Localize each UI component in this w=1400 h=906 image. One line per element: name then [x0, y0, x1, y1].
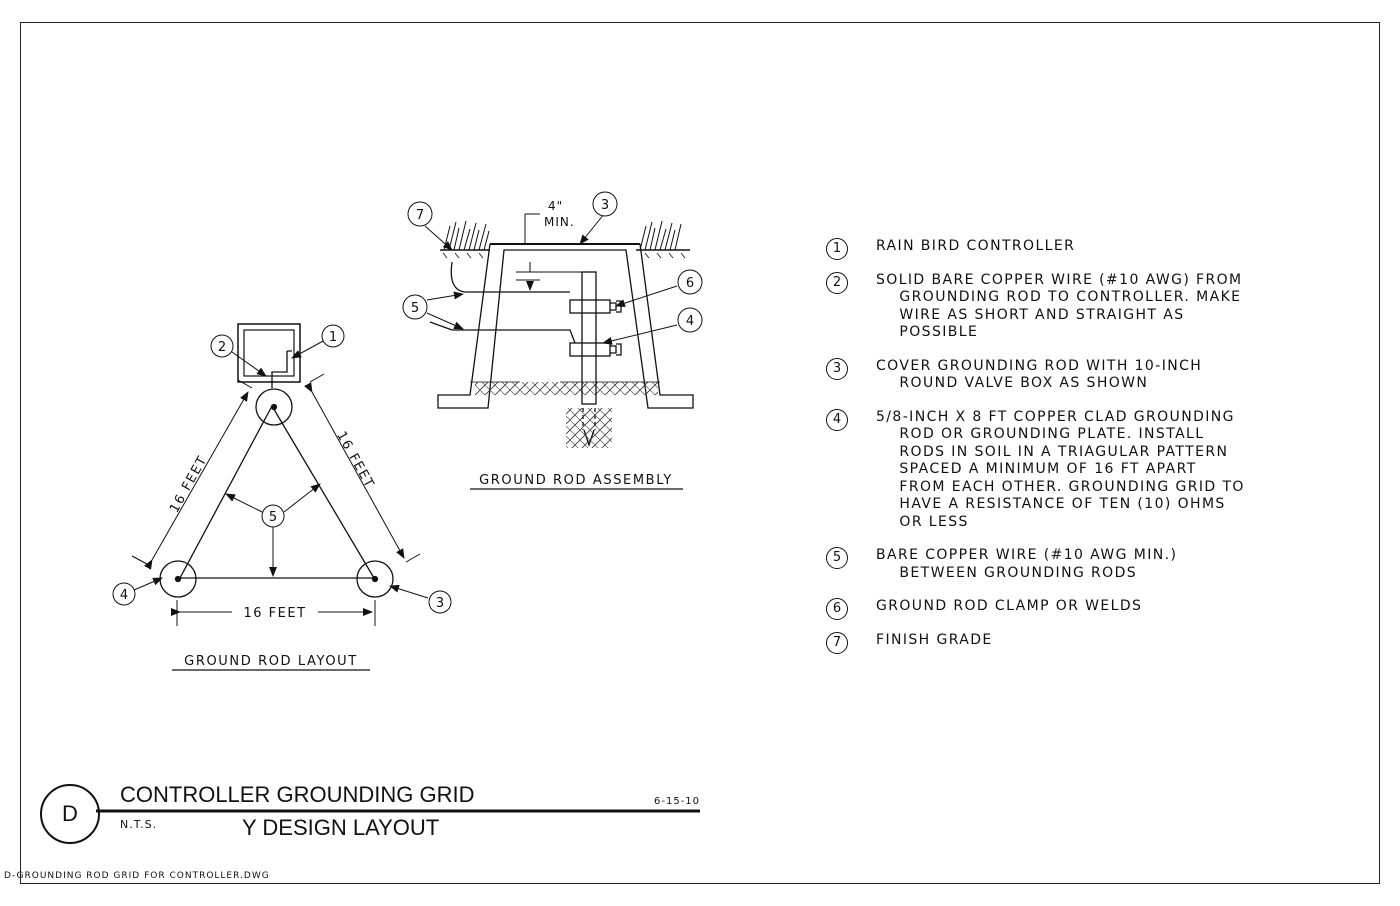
note-text: BARE COPPER WIRE (#10 AWG MIN.) BETWEEN …	[876, 547, 1178, 581]
assembly-dimension: 4" MIN.	[544, 199, 575, 229]
dim-bottom-label: 16 FEET	[243, 606, 306, 621]
assembly-caption: GROUND ROD ASSEMBLY	[479, 473, 673, 488]
callout-circle-2	[210, 334, 234, 358]
note-number-circle: 2	[826, 271, 848, 294]
note-text: 5/8-INCH X 8 FT COPPER CLAD GROUNDING RO…	[876, 408, 1245, 530]
note-text: COVER GROUNDING ROD WITH 10-INCH ROUND V…	[876, 357, 1203, 392]
dim-right-label: 16 FEET	[333, 429, 377, 491]
callout-circle-3	[592, 191, 618, 217]
assembly-callouts	[402, 191, 703, 333]
ground-rod-layout	[131, 323, 429, 671]
note-number-circle: 7	[826, 631, 848, 654]
grass-left	[443, 220, 490, 251]
callout-num: 3	[601, 198, 609, 213]
dim-label: MIN.	[544, 215, 575, 229]
note-number-circle: 3	[826, 357, 848, 380]
callout-num: 5	[269, 510, 277, 525]
callout-num: 3	[436, 596, 444, 611]
note-item: 7 FINISH GRADE	[826, 631, 1296, 654]
callout-circle-1	[321, 324, 345, 348]
layout-callout-numbers: 1 2 5 4 3	[120, 330, 444, 611]
note-number-circle: 4	[826, 408, 848, 431]
callout-circle-5	[261, 504, 285, 528]
note-text: SOLID BARE COPPER WIRE (#10 AWG) FROM GR…	[876, 271, 1243, 341]
callout-num: 1	[329, 330, 337, 345]
callout-num: 6	[686, 276, 694, 291]
notes-list: 1 RAIN BIRD CONTROLLER 2 SOLID BARE COPP…	[826, 238, 1296, 665]
note-item: 1 RAIN BIRD CONTROLLER	[826, 238, 1296, 260]
note-text: FINISH GRADE	[876, 631, 993, 648]
note-number-circle: 1	[826, 238, 848, 260]
note-text: RAIN BIRD CONTROLLER	[876, 238, 1076, 254]
callout-num: 2	[218, 340, 226, 355]
note-number-circle: 6	[826, 598, 848, 620]
callout-circle-5	[402, 294, 428, 320]
callout-num: 7	[416, 208, 424, 223]
callout-circle-7	[407, 201, 433, 227]
drawing-date: 6-15-10	[654, 796, 701, 807]
note-item: 5 BARE COPPER WIRE (#10 AWG MIN.) BETWEE…	[826, 547, 1296, 582]
detail-letter-circle: D	[40, 784, 100, 844]
note-item: 2 SOLID BARE COPPER WIRE (#10 AWG) FROM …	[826, 271, 1296, 342]
note-item: 3 COVER GROUNDING ROD WITH 10-INCH ROUND…	[826, 357, 1296, 393]
callout-circle-3	[428, 590, 452, 614]
callout-circle-4	[112, 582, 136, 606]
scale-note: N.T.S.	[120, 818, 158, 831]
assembly-callout-numbers: 7 3 5 6 4	[411, 198, 694, 329]
ground-rod-assembly	[424, 213, 694, 490]
sheet-border	[20, 22, 1380, 884]
callout-num: 4	[120, 588, 128, 603]
layout-caption: GROUND ROD LAYOUT	[184, 654, 358, 669]
note-text: GROUND ROD CLAMP OR WELDS	[876, 598, 1143, 614]
drawing-title: CONTROLLER GROUNDING GRID	[120, 782, 475, 807]
dim-left-label: 16 FEET	[167, 453, 211, 515]
note-item: 4 5/8-INCH X 8 FT COPPER CLAD GROUNDING …	[826, 408, 1296, 532]
grass-right	[639, 220, 682, 251]
callout-circle-6	[677, 269, 703, 295]
callout-num: 4	[686, 314, 694, 329]
note-item: 6 GROUND ROD CLAMP OR WELDS	[826, 598, 1296, 620]
drawing-subtitle: Y DESIGN LAYOUT	[242, 815, 440, 840]
note-number-circle: 5	[826, 547, 848, 569]
dim-value: 4"	[548, 199, 563, 213]
callout-num: 5	[411, 301, 419, 316]
drawing-filename: D-GROUNDING ROD GRID FOR CONTROLLER.DWG	[4, 871, 270, 881]
layout-callouts	[112, 324, 452, 614]
callout-circle-4	[677, 307, 703, 333]
